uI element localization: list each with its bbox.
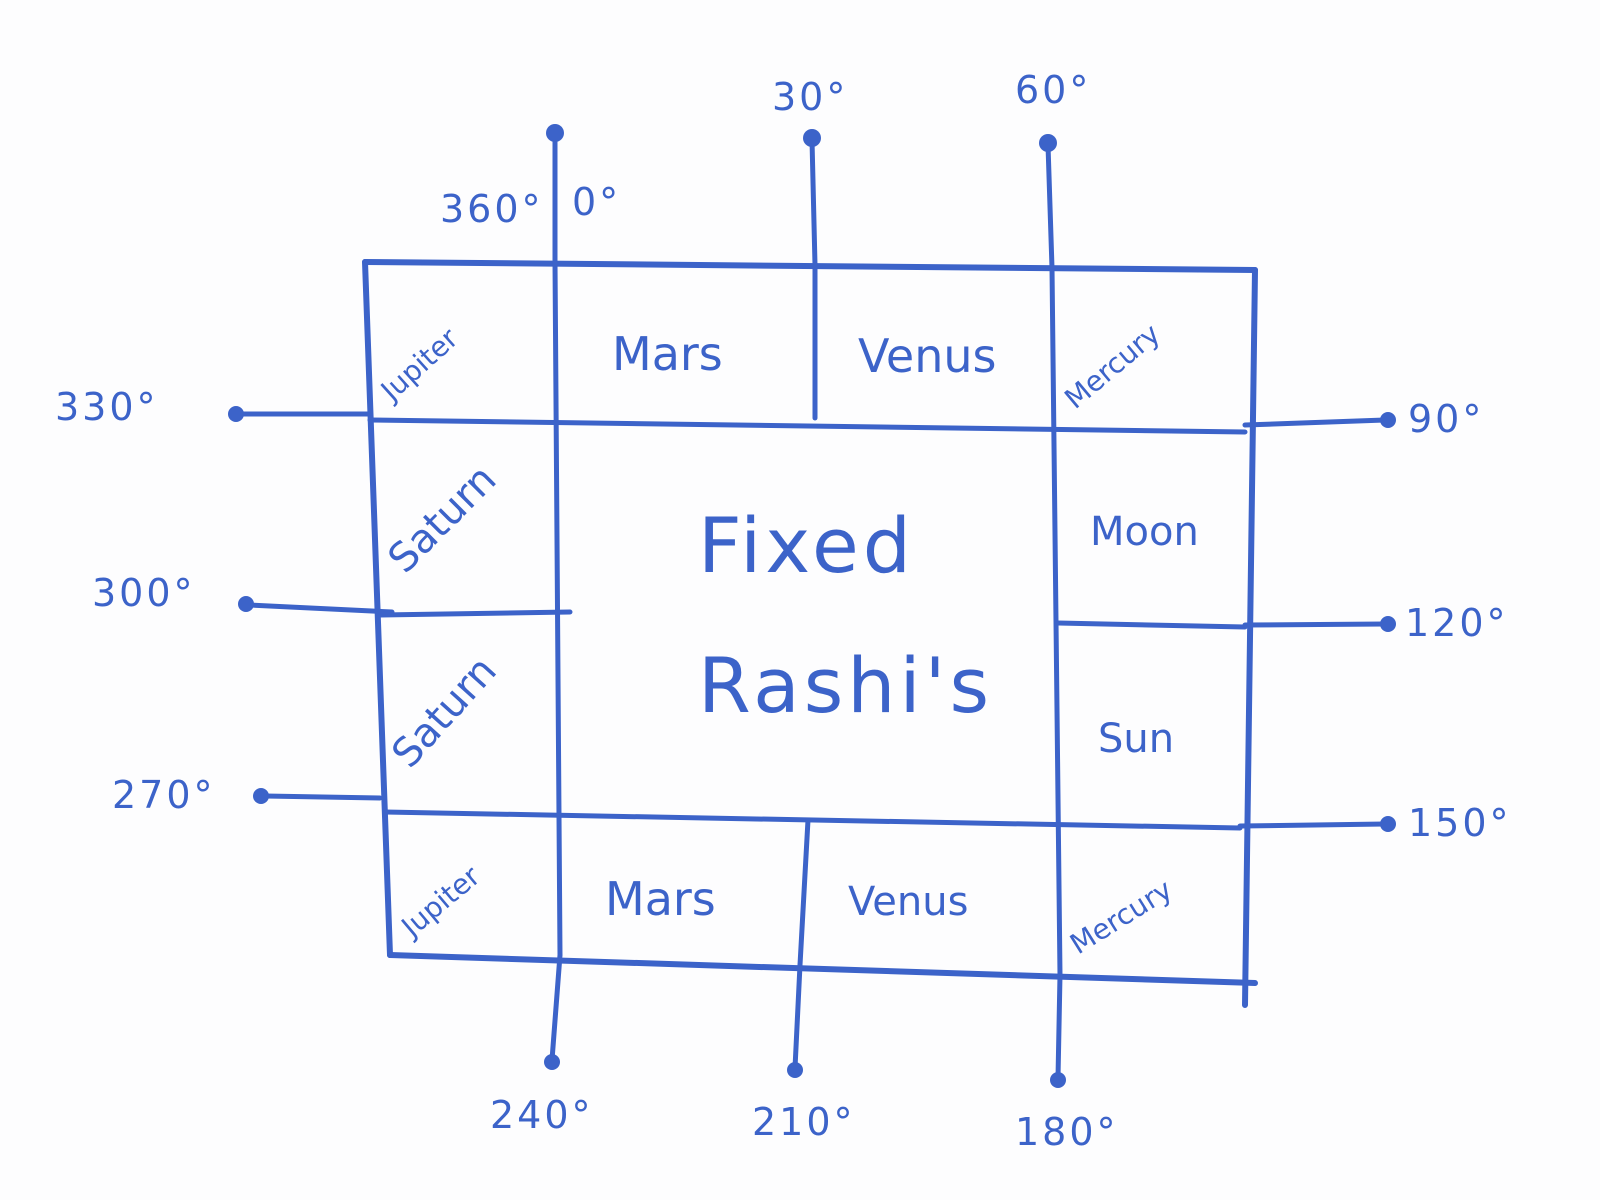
degree-0-label: 0°	[572, 180, 621, 224]
stem-180-dot	[1050, 1072, 1066, 1088]
degree-210-label: 210°	[752, 1100, 856, 1144]
grid-left-divider	[377, 609, 573, 618]
degree-120-label: 120°	[1405, 601, 1509, 645]
degree-240-label: 240°	[490, 1093, 594, 1137]
degree-270-label: 270°	[112, 773, 216, 817]
degree-60-label: 60°	[1015, 68, 1091, 112]
outer-frame	[362, 259, 1258, 1008]
stem-300	[247, 602, 395, 615]
cell-top-left-label: Jupiter	[373, 321, 465, 408]
stem-30-dot	[803, 129, 821, 147]
stem-270-dot	[253, 788, 269, 804]
cell-bottom-2-label: Mars	[605, 872, 716, 926]
degree-360-label: 360°	[440, 187, 544, 231]
frame-right	[1242, 267, 1258, 1008]
stem-30	[809, 137, 818, 268]
cell-top-right-label: Mercury	[1058, 317, 1166, 415]
frame-bottom	[387, 952, 1258, 986]
cell-bottom-left-label: Jupiter	[394, 859, 487, 945]
stem-210	[792, 962, 803, 1071]
stem-120	[1242, 621, 1388, 628]
center-title-line1: Fixed	[698, 501, 915, 590]
grid-bottom-band	[382, 809, 1243, 831]
cell-right-upper-label: Moon	[1090, 509, 1199, 555]
grid-bottom-col-divider	[797, 817, 811, 968]
stem-0-dot	[546, 124, 564, 142]
grid-col-1	[552, 259, 563, 958]
cell-bottom-3-label: Venus	[848, 879, 968, 925]
grid-right-divider	[1055, 620, 1248, 630]
stem-300-dot	[238, 596, 254, 612]
stem-240-dot	[544, 1054, 560, 1070]
stem-330-dot	[228, 406, 244, 422]
cell-top-2-label: Mars	[612, 327, 723, 381]
cell-left-upper-label: Saturn	[380, 456, 506, 582]
stem-210-dot	[787, 1062, 803, 1078]
center-title-line2: Rashi's	[698, 641, 993, 730]
stem-150-dot	[1380, 816, 1396, 832]
cell-labels: Jupiter Mars Venus Mercury Saturn Saturn…	[373, 317, 1199, 961]
stem-90-dot	[1380, 412, 1396, 428]
stem-60	[1045, 142, 1055, 271]
degree-330-label: 330°	[55, 385, 159, 429]
stem-240	[549, 952, 563, 1063]
stem-270	[262, 793, 383, 801]
cell-top-3-label: Venus	[858, 329, 996, 383]
center-title: Fixed Rashi's	[698, 501, 993, 730]
cell-bottom-right-label: Mercury	[1064, 873, 1178, 961]
inner-grid	[367, 259, 1248, 978]
degree-stems	[228, 124, 1396, 1088]
stem-120-dot	[1380, 616, 1396, 632]
frame-left	[362, 259, 393, 958]
frame-top	[362, 259, 1258, 273]
degree-150-label: 150°	[1408, 801, 1512, 845]
degree-300-label: 300°	[92, 571, 196, 615]
stem-180	[1055, 972, 1063, 1081]
degree-labels: 360° 0° 30° 60° 90° 120° 150° 180° 210° …	[55, 68, 1512, 1154]
stem-90	[1242, 417, 1388, 428]
degree-90-label: 90°	[1408, 397, 1484, 441]
cell-right-lower-label: Sun	[1098, 716, 1174, 762]
grid-top-band	[367, 417, 1248, 435]
cell-left-lower-label: Saturn	[383, 648, 506, 777]
stem-150	[1237, 821, 1388, 829]
degree-30-label: 30°	[772, 75, 848, 119]
degree-180-label: 180°	[1015, 1110, 1119, 1154]
stem-60-dot	[1039, 134, 1057, 152]
